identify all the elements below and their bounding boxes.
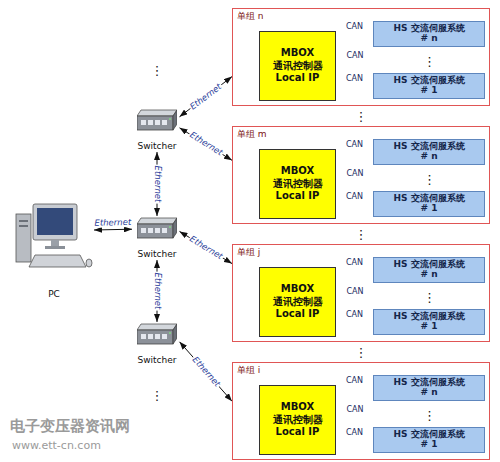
- connector: [157, 152, 158, 216]
- node-text: # 1: [421, 204, 438, 214]
- node-text: HS 交流伺服系统: [393, 194, 464, 204]
- node-text: 通讯控制器: [273, 178, 323, 191]
- servo-box: HS 交流伺服系统# 1: [373, 309, 485, 335]
- node-text: MBOX: [281, 165, 314, 178]
- controller-box: MBOX通讯控制器Local IP: [259, 385, 336, 455]
- switch-node: Switcher: [132, 108, 182, 152]
- group-panel: 单组 jMBOX通讯控制器Local IPHS 交流伺服系统# nHS 交流伺服…: [232, 244, 490, 342]
- node-text: MBOX: [281, 401, 314, 414]
- node-text: # n: [420, 270, 437, 280]
- connector-label: Ethernet: [188, 81, 224, 112]
- controller-box: MBOX通讯控制器Local IP: [259, 267, 336, 337]
- ellipsis: ⋮: [355, 346, 368, 359]
- connector-label: Ethernet: [189, 354, 222, 389]
- node-text: Switcher: [138, 355, 177, 366]
- connector-label: Ethernet: [152, 165, 161, 204]
- servo-box: HS 交流伺服系统# n: [373, 139, 485, 165]
- node-text: # n: [420, 388, 437, 398]
- node-text: Switcher: [138, 141, 177, 152]
- node-text: MBOX: [281, 283, 314, 296]
- controller-box: MBOX通讯控制器Local IP: [259, 31, 336, 101]
- node-text: 通讯控制器: [273, 414, 323, 427]
- node-text: PC: [48, 289, 60, 300]
- node-text: Local IP: [276, 308, 320, 321]
- connector: [180, 128, 233, 161]
- node-text: Switcher: [138, 249, 177, 260]
- node-text: HS 交流伺服系统: [393, 378, 464, 388]
- ellipsis: ⋮: [355, 110, 368, 123]
- node-text: HS 交流伺服系统: [393, 142, 464, 152]
- connector-label: Ethernet: [187, 233, 225, 261]
- connector-label: Ethernet: [93, 218, 132, 228]
- node-text: HS 交流伺服系统: [393, 24, 464, 34]
- connector: [180, 77, 233, 117]
- watermark: 电子变压器资讯网: [10, 418, 130, 435]
- node-text: 单组 j: [237, 246, 260, 259]
- group-panel: 单组 mMBOX通讯控制器Local IPHS 交流伺服系统# nHS 交流伺服…: [232, 126, 490, 224]
- ellipsis: ⋮: [151, 64, 164, 77]
- connector: [180, 342, 233, 401]
- ellipsis: ⋮: [355, 228, 368, 241]
- node-text: Local IP: [276, 190, 320, 203]
- node-text: HS 交流伺服系统: [393, 76, 464, 86]
- ellipsis: ⋮: [151, 389, 164, 402]
- switch-icon: [137, 110, 177, 130]
- node-text: HS 交流伺服系统: [393, 260, 464, 270]
- switch-icon: [137, 218, 177, 238]
- connector: [180, 231, 233, 263]
- node-text: # 1: [421, 86, 438, 96]
- switch-node: Switcher: [132, 322, 182, 366]
- connector-label: Ethernet: [152, 272, 161, 311]
- switch-icon: [137, 324, 177, 344]
- group-panel: 单组 iMBOX通讯控制器Local IPHS 交流伺服系统# nHS 交流伺服…: [232, 362, 490, 460]
- connector: [157, 260, 158, 322]
- pc-node: PC: [14, 200, 94, 300]
- servo-box: HS 交流伺服系统# n: [373, 375, 485, 401]
- node-text: Local IP: [276, 426, 320, 439]
- pc-icon: [16, 204, 92, 267]
- node-text: # 1: [421, 322, 438, 332]
- node-text: # n: [420, 152, 437, 162]
- node-text: Local IP: [276, 72, 320, 85]
- servo-box: HS 交流伺服系统# 1: [373, 73, 485, 99]
- node-text: MBOX: [281, 47, 314, 60]
- node-text: 单组 n: [237, 10, 264, 23]
- node-text: 单组 i: [237, 364, 260, 377]
- node-text: # n: [420, 34, 437, 44]
- node-text: # 1: [421, 440, 438, 450]
- connector: [94, 229, 132, 231]
- node-text: 通讯控制器: [273, 60, 323, 73]
- servo-box: HS 交流伺服系统# 1: [373, 427, 485, 453]
- watermark: www.ett-cn.com: [12, 440, 101, 452]
- servo-box: HS 交流伺服系统# n: [373, 257, 485, 283]
- switch-node: Switcher: [132, 216, 182, 260]
- group-panel: 单组 nMBOX通讯控制器Local IPHS 交流伺服系统# nHS 交流伺服…: [232, 8, 490, 106]
- servo-box: HS 交流伺服系统# n: [373, 21, 485, 47]
- connector-label: Ethernet: [187, 130, 225, 158]
- controller-box: MBOX通讯控制器Local IP: [259, 149, 336, 219]
- node-text: HS 交流伺服系统: [393, 430, 464, 440]
- node-text: 通讯控制器: [273, 296, 323, 309]
- servo-box: HS 交流伺服系统# 1: [373, 191, 485, 217]
- node-text: HS 交流伺服系统: [393, 312, 464, 322]
- node-text: 单组 m: [237, 128, 267, 141]
